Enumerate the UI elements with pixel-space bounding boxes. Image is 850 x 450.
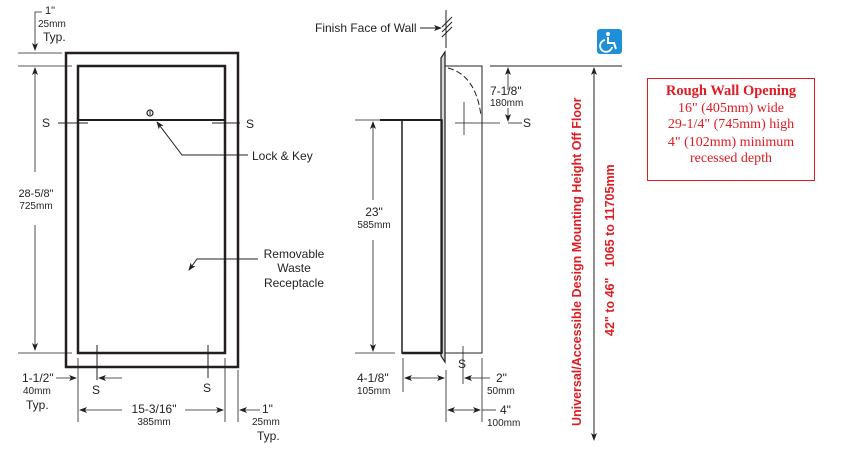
top-margin-inch: 1" bbox=[45, 5, 56, 17]
front-height-inch: 28-5/8" bbox=[18, 188, 54, 200]
screw-offset-inch: 2" bbox=[496, 371, 507, 385]
side-height-mm: 585mm bbox=[357, 220, 391, 231]
rough-wall-opening-box: Rough Wall Opening 16" (405mm) wide 29-1… bbox=[647, 78, 815, 181]
front-width-inch: 15-3/16" bbox=[131, 402, 177, 416]
recess-depth-inch: 4" bbox=[500, 403, 511, 417]
front-height-mm: 725mm bbox=[19, 201, 53, 212]
right-margin-inch: 1" bbox=[262, 402, 273, 416]
receptacle-label-1: Removable bbox=[263, 247, 325, 261]
rough-opening-depth: 4" (102mm) minimum bbox=[667, 135, 795, 150]
top-margin-mm: 25mm bbox=[38, 19, 66, 30]
top-offset-inch: 7-1/8" bbox=[490, 84, 522, 98]
recess-depth-mm: 100mm bbox=[487, 418, 521, 429]
door-frame bbox=[76, 64, 227, 355]
mounting-height-range: 42" to 46" 1065 to 11705mm bbox=[603, 164, 617, 336]
flange-depth-mm: 105mm bbox=[357, 386, 391, 397]
screw-offset-mm: 50mm bbox=[487, 386, 515, 397]
lock-and-key-label: Lock & Key bbox=[252, 149, 313, 163]
rough-opening-depth-note: recessed depth bbox=[689, 151, 773, 166]
mounting-height-label: Universal/Accessible Design Mounting Hei… bbox=[570, 97, 584, 426]
screw-marker-right: S bbox=[246, 117, 255, 131]
screw-marker-bottom-left: S bbox=[92, 383, 101, 397]
rough-opening-height: 29-1/4" (745mm) high bbox=[667, 117, 795, 132]
left-offset-note: Typ. bbox=[26, 398, 49, 412]
finish-face-of-wall-label: Finish Face of Wall bbox=[315, 21, 417, 35]
flange-depth-inch: 4-1/8" bbox=[357, 371, 389, 385]
screw-marker-left: S bbox=[42, 116, 51, 130]
rough-wall-opening-title: Rough Wall Opening bbox=[665, 83, 797, 99]
screw-marker-side-bottom: S bbox=[458, 357, 467, 371]
screw-marker-bottom-right: S bbox=[203, 381, 212, 395]
screw-marker-side: S bbox=[523, 116, 532, 130]
receptacle-label-3: Receptacle bbox=[263, 276, 325, 290]
outer-flange bbox=[64, 51, 240, 369]
top-offset-mm: 180mm bbox=[490, 98, 524, 109]
side-height-inch: 23" bbox=[365, 205, 383, 219]
wheelchair-icon bbox=[599, 32, 617, 53]
lock-icon bbox=[146, 109, 154, 117]
top-margin-note: Typ. bbox=[43, 30, 66, 44]
front-width-mm: 385mm bbox=[137, 417, 171, 428]
right-margin-mm: 25mm bbox=[252, 417, 280, 428]
right-margin-note: Typ. bbox=[257, 429, 280, 443]
rough-opening-width: 16" (405mm) wide bbox=[677, 101, 785, 116]
receptacle-label-2: Waste bbox=[277, 261, 311, 275]
left-offset-mm: 40mm bbox=[23, 386, 51, 397]
left-offset-inch: 1-1/2" bbox=[22, 371, 54, 385]
accessibility-badge bbox=[597, 29, 622, 54]
